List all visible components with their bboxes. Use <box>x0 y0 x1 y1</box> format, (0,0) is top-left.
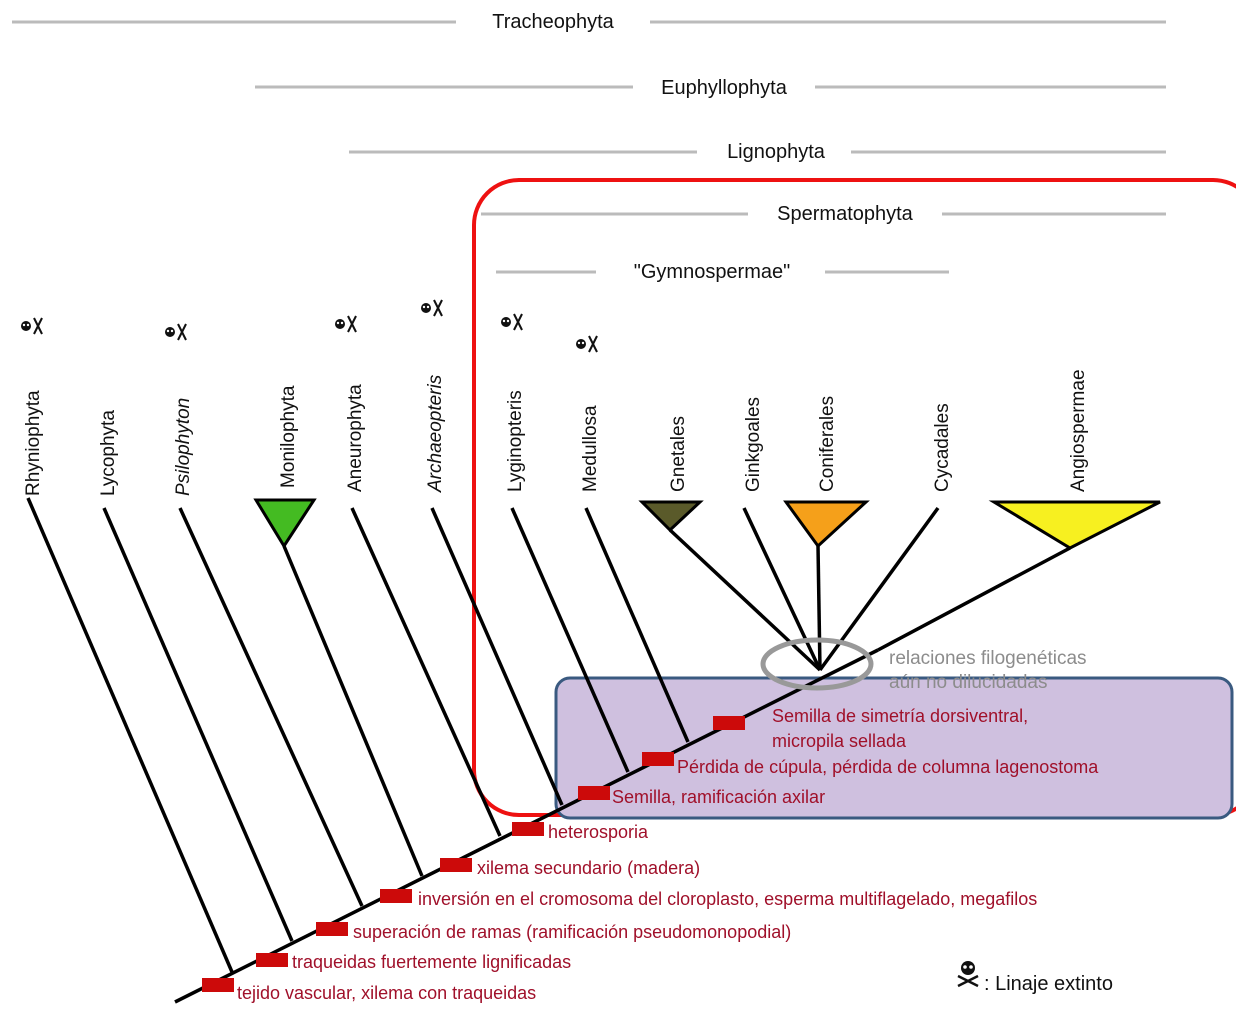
taxon-label-lyginopteris: Lyginopteris <box>505 390 526 492</box>
branch-medullosa <box>584 507 690 743</box>
character-label: micropila sellada <box>772 731 907 751</box>
clade-triangles <box>253 498 1161 550</box>
branch-aneurophyta <box>350 507 502 837</box>
character-bar <box>316 922 348 936</box>
legend: : Linaje extinto <box>957 961 1113 995</box>
gymnospermae-label: "Gymnospermae" <box>634 261 790 283</box>
branch-cycadales <box>818 506 940 672</box>
branch-gnetales <box>668 528 822 672</box>
spermatophyta-label: Spermatophyta <box>777 203 914 225</box>
branch-lyginopteris <box>510 507 630 773</box>
skull-crossbones-icon <box>335 315 357 333</box>
character-bar <box>713 716 745 730</box>
taxon-label-rhyniophyta: Rhyniophyta <box>23 390 44 496</box>
character-bar <box>578 786 610 800</box>
clade-triangle-angiospermae <box>988 500 1161 550</box>
taxon-label-ginkgoales: Ginkgoales <box>743 397 764 492</box>
taxon-label-lycophyta: Lycophyta <box>98 410 119 496</box>
clade-triangle-gnetales <box>638 500 704 533</box>
clade-triangle-coniferales <box>783 500 870 549</box>
character-label: tejido vascular, xilema con traqueidas <box>237 983 536 1003</box>
character-label: Semilla de simetría dorsiventral, <box>772 706 1028 726</box>
skull-crossbones-icon <box>957 961 979 988</box>
taxon-labels: Rhyniophyta Lycophyta Psilophyton Monilophy… <box>23 369 1089 496</box>
branch-coniferales <box>816 545 822 671</box>
branch-psilophyton <box>178 507 364 907</box>
unresolved-note-line1: relaciones filogenéticas <box>889 648 1087 669</box>
character-label: heterosporia <box>548 822 649 842</box>
unresolved-polytomy-ellipse <box>760 637 874 691</box>
character-label: inversión en el cromosoma del cloroplast… <box>418 889 1037 909</box>
character-label: traqueidas fuertemente lignificadas <box>292 952 571 972</box>
branch-monilophyta <box>282 545 424 877</box>
euphyllophyta-label: Euphyllophyta <box>661 77 788 99</box>
branch-lycophyta <box>102 507 294 942</box>
lignophyta-label: Lignophyta <box>727 141 826 163</box>
taxon-label-angiospermae: Angiospermae <box>1068 369 1089 492</box>
character-bar <box>440 858 472 872</box>
seed-characters-highlight <box>554 676 1234 820</box>
character-label: superación de ramas (ramificación pseudo… <box>353 922 791 942</box>
clade-bars: Tracheophyta Euphyllophyta Lignophyta Sp… <box>12 11 1166 283</box>
taxon-label-coniferales: Coniferales <box>817 396 838 492</box>
character-bar <box>512 822 544 836</box>
skull-crossbones-icon <box>501 313 523 331</box>
skull-crossbones-icon <box>576 335 598 353</box>
character-label: Pérdida de cúpula, pérdida de columna la… <box>677 757 1099 777</box>
clade-triangle-monilophyta <box>253 498 317 549</box>
skull-crossbones-icon <box>165 323 187 341</box>
legend-text: : Linaje extinto <box>984 973 1113 995</box>
character-label: xilema secundario (madera) <box>477 858 700 878</box>
skull-crossbones-icon <box>21 317 43 335</box>
skull-crossbones-icon <box>421 299 443 317</box>
character-bar <box>202 978 234 992</box>
taxon-label-monilophyta: Monilophyta <box>278 385 299 488</box>
character-label: Semilla, ramificación axilar <box>612 787 825 807</box>
tracheophyta-label: Tracheophyta <box>492 11 614 33</box>
character-markers: tejido vascular, xilema con traqueidas tr… <box>202 706 1099 1003</box>
character-bar <box>380 889 412 903</box>
character-bar <box>642 752 674 766</box>
character-bar <box>256 953 288 967</box>
unresolved-note-line2: aún no dilucidadas <box>889 672 1047 693</box>
taxon-label-aneurophyta: Aneurophyta <box>345 384 366 492</box>
branch-archaeopteris <box>430 507 564 806</box>
branch-angiospermae <box>877 546 1071 652</box>
taxon-label-psilophyton: Psilophyton <box>173 398 194 496</box>
taxon-label-medullosa: Medullosa <box>580 405 601 492</box>
branch-rhyniophyta <box>26 497 234 973</box>
taxon-label-cycadales: Cycadales <box>932 403 953 492</box>
taxon-label-archaeopteris: Archaeopteris <box>425 374 446 493</box>
taxon-label-gnetales: Gnetales <box>668 416 689 492</box>
extinct-markers <box>21 299 598 353</box>
branch-ginkgoales <box>742 507 822 671</box>
